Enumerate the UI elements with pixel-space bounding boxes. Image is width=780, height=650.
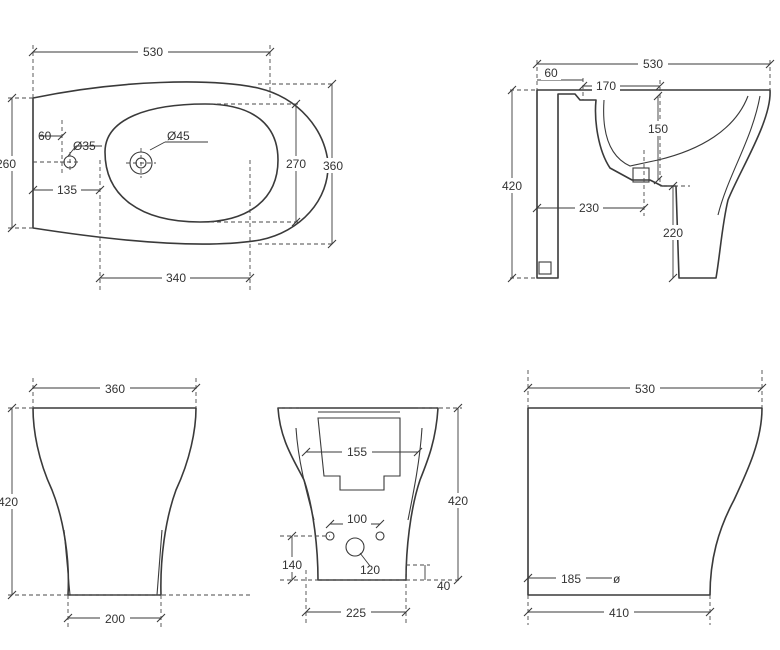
base-height-label: 40	[437, 579, 451, 593]
section-height-label: 420	[502, 179, 522, 193]
tap-offset-label: 60	[38, 129, 52, 143]
rear-height-label: 420	[448, 494, 468, 508]
side-length-label: 530	[635, 382, 655, 396]
rear-outlet-icon	[345, 537, 365, 557]
fixing-bolt-right-icon	[375, 531, 385, 541]
front-foot-width-label: 200	[105, 612, 125, 626]
rear-outline	[277, 407, 439, 581]
section-inner-wall	[603, 95, 749, 167]
front-outline	[32, 407, 197, 596]
top-overall-width-label: 360	[323, 159, 343, 173]
outlet-from-wall-label: 185	[561, 572, 581, 586]
basin-depth-label: 150	[648, 122, 668, 136]
side-outline	[527, 407, 763, 596]
side-view: 530 185 ø 410	[523, 370, 767, 625]
outlet-box	[632, 167, 650, 183]
top-rear-width-label: 260	[0, 157, 16, 171]
front-foot-line-right	[156, 529, 163, 596]
wall-offset-label: 60	[544, 66, 558, 80]
drain-hole-label: Ø45	[167, 129, 190, 143]
basin-depth-length-label: 170	[596, 79, 616, 93]
section-outer-wall	[717, 95, 761, 216]
outlet-diameter-label: 120	[360, 563, 380, 577]
front-foot-line-left	[63, 529, 71, 596]
basin-length-label: 340	[166, 271, 186, 285]
basin-opening	[104, 103, 279, 223]
rear-cavity	[317, 417, 401, 491]
front-view: 360 420 200	[0, 378, 250, 628]
side-foot-length-label: 410	[609, 606, 629, 620]
basin-width-label: 270	[286, 157, 306, 171]
bolt-spacing-label: 100	[347, 512, 367, 526]
top-view: 530 260 360 270 340 135 60 Ø35 Ø45	[0, 44, 347, 290]
rear-foot-width-label: 225	[346, 606, 366, 620]
tap-to-drain-label: 135	[57, 183, 77, 197]
bolt-height-label: 140	[282, 558, 302, 572]
outlet-height-label: 220	[663, 226, 683, 240]
section-outline	[536, 89, 771, 279]
outlet-distance-label: 230	[579, 201, 599, 215]
front-width-label: 360	[105, 382, 125, 396]
rear-inner-right	[407, 427, 423, 521]
rear-inner-left	[295, 427, 315, 521]
section-length-label: 530	[643, 57, 663, 71]
outlet-symbol-icon: ø	[613, 572, 621, 586]
drain-hole-icon	[126, 148, 156, 178]
side-section-view: 530 60 170 150 420 230 220	[500, 56, 775, 283]
top-overall-length-label: 530	[143, 45, 163, 59]
fixing-width-label: 155	[347, 445, 367, 459]
tap-hole-label: Ø35	[73, 139, 96, 153]
rear-view: 155 100 420 140 120 40 225	[277, 403, 470, 625]
inlet-square	[538, 261, 552, 275]
front-height-label: 420	[0, 495, 18, 509]
